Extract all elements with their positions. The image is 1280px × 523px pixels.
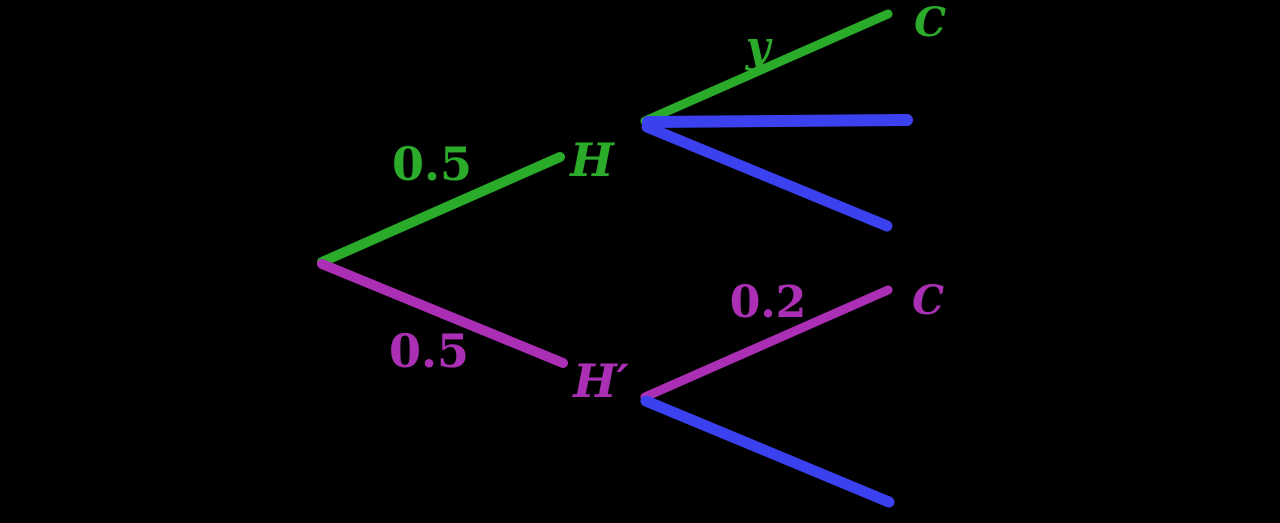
probability-root-H-label: 0.5 [391, 137, 473, 191]
probability-H-C-label: y [745, 22, 771, 71]
node-C-top-label: C [914, 0, 946, 46]
probability-Hprime-C-label: 0.2 [729, 277, 807, 328]
branch-H-diagonal-blue [641, 121, 893, 232]
node-H-label: H [570, 133, 614, 187]
branch-Hprime-to-C [640, 285, 893, 402]
branch-H-to-C [640, 9, 893, 126]
branch-root-to-H [317, 152, 565, 267]
probability-root-Hprime-label: 0.5 [388, 324, 470, 378]
branch-root-to-Hprime [317, 259, 568, 368]
branch-H-horizontal-blue [642, 114, 913, 128]
node-Hprime-label: H′ [573, 354, 629, 408]
branch-Hprime-diagonal-blue [640, 395, 895, 508]
node-C-bottom-label: C [912, 277, 944, 324]
